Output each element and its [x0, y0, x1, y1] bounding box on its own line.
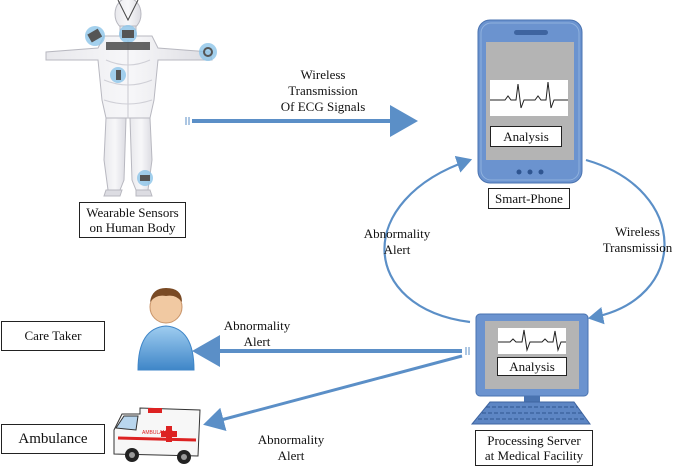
edge-label-alert-phone: Abnormality Alert: [352, 226, 442, 258]
arrow-server-to-phone: [383, 155, 473, 324]
server-screen-analysis-label: Analysis: [497, 357, 567, 376]
edge-label-alert-ambulance: Abnormality Alert: [246, 432, 336, 464]
edge-wireless-server-line2: Transmission: [602, 240, 673, 255]
edge-alert-phone-line1: Abnormality: [363, 226, 431, 241]
edge-alert-caretaker-line2: Alert: [243, 334, 271, 349]
phone-screen-analysis-label: Analysis: [490, 126, 562, 147]
arm-sensor: [87, 28, 103, 43]
wearable-sensors-label: Wearable Sensors on Human Body: [79, 202, 186, 238]
edge-alert-ambulance-line2: Alert: [277, 448, 305, 463]
server-ecg-waveform: [498, 329, 566, 352]
person-icon: [137, 288, 195, 371]
server-label-line1: Processing Server: [487, 433, 581, 448]
edge-wireless-ecg-line1: Wireless: [300, 67, 346, 82]
hip-sensor: [116, 70, 121, 80]
human-body-figure: [45, 0, 217, 197]
edge-alert-caretaker-line1: Abnormality: [223, 318, 291, 333]
edge-wireless-server-line1: Wireless: [615, 224, 660, 239]
server-label-line2: at Medical Facility: [484, 448, 584, 463]
wearable-label-line1: Wearable Sensors: [86, 205, 179, 220]
arrow-server-to-ambulance: [203, 354, 463, 431]
edge-wireless-ecg-line3: Of ECG Signals: [280, 99, 366, 114]
caretaker-label: Care Taker: [1, 321, 105, 351]
ambulance-icon: AMBULANCE: [113, 407, 201, 464]
edge-label-wireless-ecg: Wireless Transmission Of ECG Signals: [268, 67, 378, 115]
wrist-sensor: [203, 47, 213, 57]
smartphone-label: Smart-Phone: [488, 188, 570, 209]
chest-sensor: [122, 30, 134, 38]
phone-ecg-waveform: [490, 81, 568, 109]
smartphone-icon: [477, 19, 583, 184]
ambulance-label: Ambulance: [1, 424, 105, 454]
ankle-sensor: [140, 175, 150, 181]
ambulance-vehicle-text: AMBULANCE: [142, 430, 174, 436]
edge-label-wireless-server: Wireless Transmission: [590, 224, 685, 256]
edge-alert-ambulance-line1: Abnormality: [257, 432, 325, 447]
edge-label-alert-caretaker: Abnormality Alert: [212, 318, 302, 350]
edge-wireless-ecg-line2: Transmission: [288, 83, 358, 98]
edge-alert-phone-line2: Alert: [383, 242, 411, 257]
wearable-label-line2: on Human Body: [89, 220, 176, 235]
chest-strap: [106, 42, 150, 50]
arrow-phone-to-server: [585, 158, 666, 325]
server-label: Processing Server at Medical Facility: [475, 430, 593, 466]
